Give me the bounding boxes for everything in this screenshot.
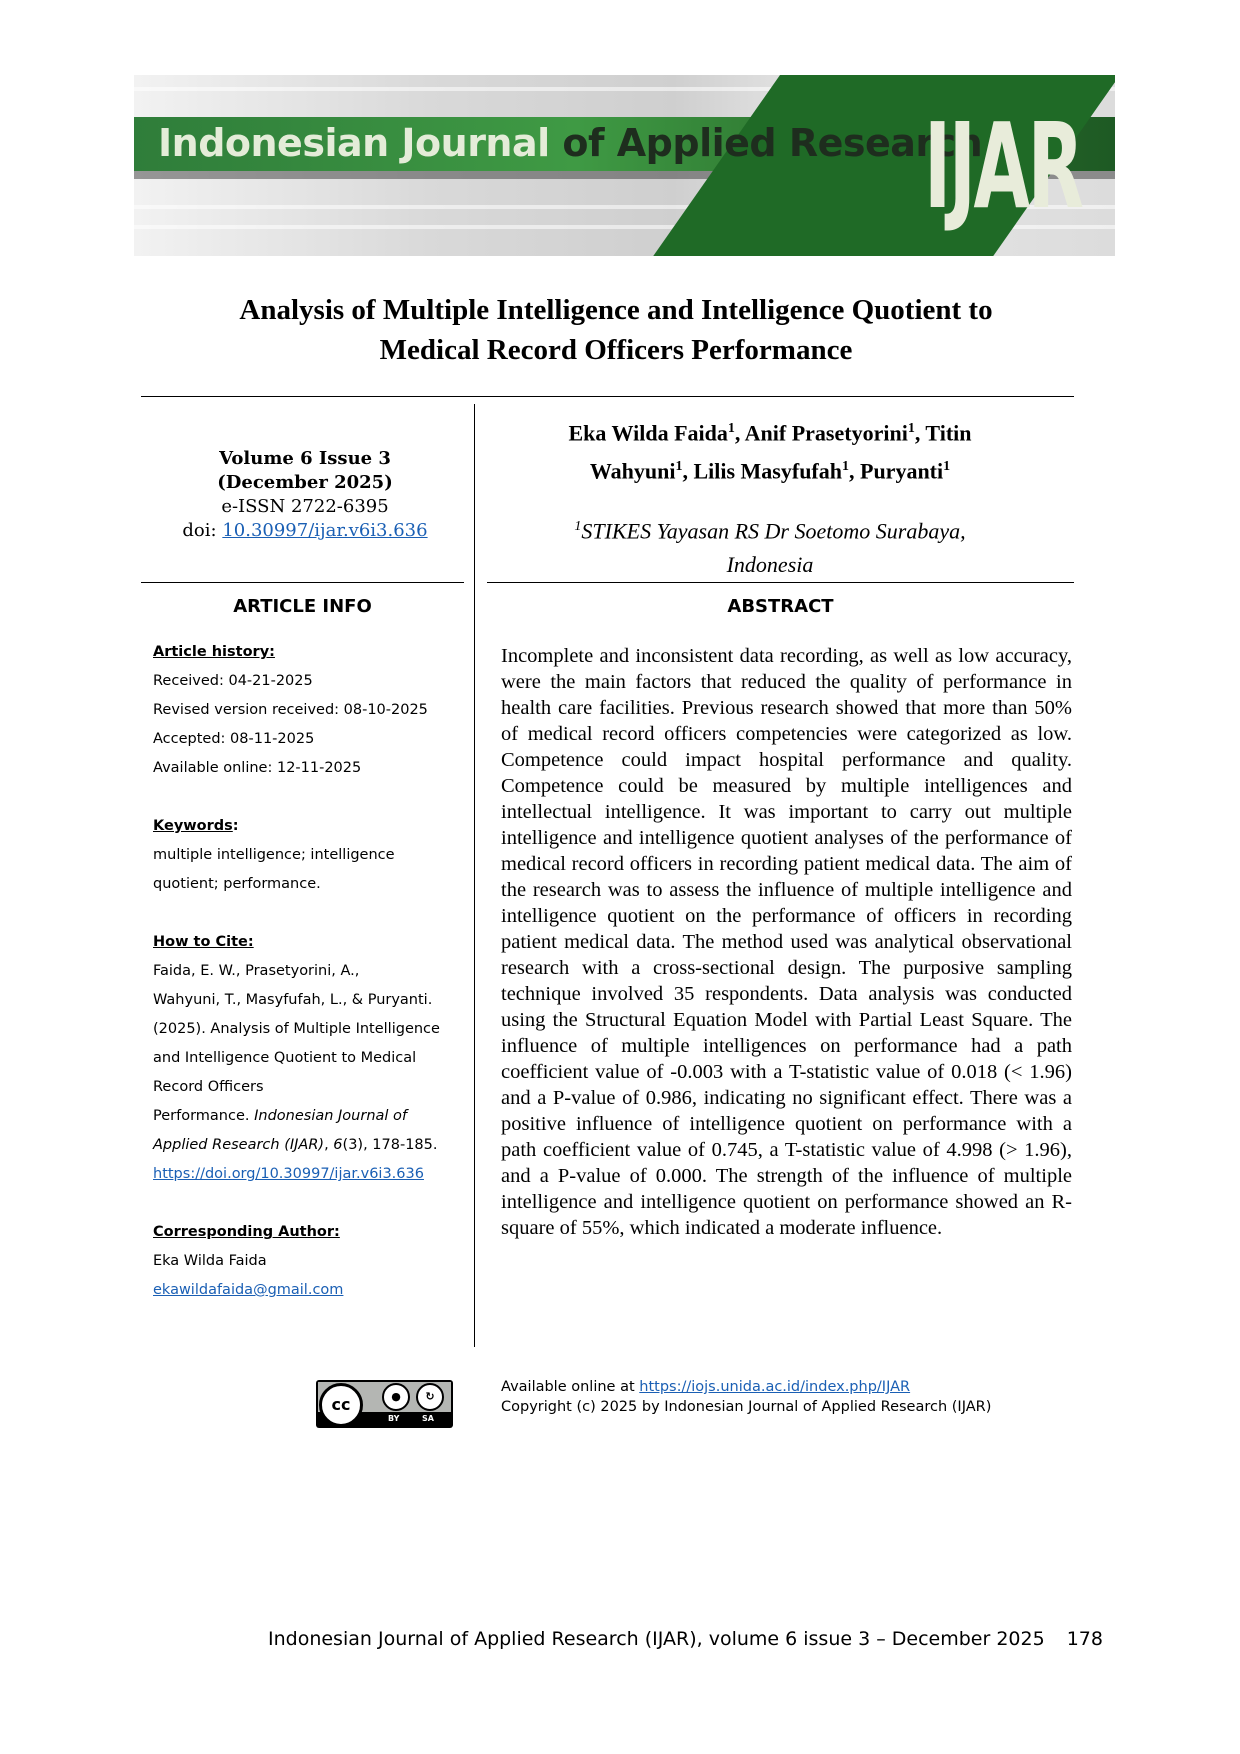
author-name: Puryanti <box>860 458 944 484</box>
revised-date: Revised version received: 08-10-2025 <box>153 702 428 718</box>
copyright-text: Copyright (c) 2025 by Indonesian Journal… <box>501 1399 992 1415</box>
author-sup: 1 <box>842 459 849 475</box>
corresponding-author-label: Corresponding Author: <box>153 1224 340 1240</box>
page-footer: Indonesian Journal of Applied Research (… <box>268 1628 1103 1650</box>
banner-title-part1: Indonesian Journal <box>158 121 550 165</box>
received-date: Received: 04-21-2025 <box>153 673 313 689</box>
author-name: Lilis Masyfufah <box>693 458 842 484</box>
affiliation-line1: STIKES Yayasan RS Dr Soetomo Surabaya, <box>581 518 966 544</box>
corresponding-author-email[interactable]: ekawildafaida@gmail.com <box>153 1282 344 1298</box>
by-label: BY <box>388 1414 400 1423</box>
journal-banner: Indonesian Journal of Applied Research I… <box>134 75 1115 256</box>
title-line2: Medical Record Officers Performance <box>379 334 853 366</box>
journal-url-link[interactable]: https://iojs.unida.ac.id/index.php/IJAR <box>639 1379 911 1395</box>
issue-date: (December 2025) <box>217 472 393 493</box>
author-name: Eka Wilda Faida <box>568 420 728 446</box>
paper-title: Analysis of Multiple Intelligence and In… <box>134 290 1098 370</box>
keywords-label: Keywords <box>153 818 233 834</box>
cc-icon: cc <box>319 1383 363 1427</box>
author-name: Anif Prasetyorini <box>744 420 908 446</box>
title-line1: Analysis of Multiple Intelligence and In… <box>239 294 993 326</box>
column-divider <box>474 404 475 1347</box>
keywords-label-line: Keywords: <box>153 818 239 834</box>
banner-title-part2: of Applied Research <box>562 121 983 165</box>
right-section-divider <box>487 582 1074 583</box>
doi-label: doi: <box>182 520 217 541</box>
author-sup: 1 <box>675 459 683 475</box>
author-name: Wahyuni <box>589 458 676 484</box>
citation-line: and Intelligence Quotient to Medical <box>153 1050 417 1066</box>
author-list: Eka Wilda Faida1, Anif Prasetyorini1, Ti… <box>490 412 1050 489</box>
cite-label: How to Cite: <box>153 934 254 950</box>
online-date: Available online: 12-11-2025 <box>153 760 362 776</box>
share-alike-icon: ↻ <box>416 1383 444 1411</box>
doi-line: doi: 10.30997/ijar.v6i3.636 <box>140 519 470 543</box>
accepted-date: Accepted: 08-11-2025 <box>153 731 315 747</box>
citation-line: Record Officers <box>153 1079 264 1095</box>
article-info: Article history: Received: 04-21-2025 Re… <box>153 638 463 1305</box>
attribution-icon: ● <box>382 1383 410 1411</box>
page-number: 178 <box>1066 1628 1103 1650</box>
top-divider <box>141 396 1074 397</box>
citation-doi-link[interactable]: https://doi.org/10.30997/ijar.v6i3.636 <box>153 1166 424 1182</box>
history-label: Article history: <box>153 644 275 660</box>
citation-line: (2025). Analysis of Multiple Intelligenc… <box>153 1021 440 1037</box>
citation-line: Applied Research (IJAR), 6(3), 178-185. <box>153 1137 438 1153</box>
corresponding-author-name: Eka Wilda Faida <box>153 1253 267 1269</box>
ijar-logo: IJAR <box>924 97 1084 235</box>
citation-line: Performance. Indonesian Journal of <box>153 1108 408 1124</box>
article-info-heading: ARTICLE INFO <box>233 596 372 617</box>
affiliation-sup: 1 <box>574 519 582 534</box>
abstract-text: Incomplete and inconsistent data recordi… <box>501 645 1072 1239</box>
issue-meta: Volume 6 Issue 3 (December 2025) e-ISSN … <box>140 447 470 543</box>
sa-label: SA <box>422 1414 434 1423</box>
citation-line: Faida, E. W., Prasetyorini, A., <box>153 963 360 979</box>
author-sup: 1 <box>727 421 735 436</box>
keywords: multiple intelligence; intelligence <box>153 847 395 863</box>
doi-link[interactable]: 10.30997/ijar.v6i3.636 <box>222 520 428 541</box>
author-sup: 1 <box>907 421 915 436</box>
availability-note: Available online at https://iojs.unida.a… <box>501 1379 992 1415</box>
author-sup: 1 <box>943 459 951 475</box>
abstract-heading: ABSTRACT <box>727 596 834 617</box>
authors-line2: Wahyuni1, Lilis Masyfufah1, Puryanti1 <box>589 458 951 484</box>
banner-title: Indonesian Journal of Applied Research <box>158 121 983 165</box>
cc-license-badge[interactable]: cc ● ↻ BY SA <box>316 1380 453 1428</box>
eissn: e-ISSN 2722-6395 <box>221 496 389 517</box>
keywords: quotient; performance. <box>153 876 321 892</box>
footer-text: Indonesian Journal of Applied Research (… <box>268 1628 1045 1650</box>
affiliation: 1STIKES Yayasan RS Dr Soetomo Surabaya, … <box>490 510 1050 582</box>
citation-line: Wahyuni, T., Masyfufah, L., & Puryanti. <box>153 992 433 1008</box>
authors-line1: Eka Wilda Faida1, Anif Prasetyorini1, Ti… <box>568 420 972 446</box>
affiliation-line2: Indonesia <box>726 552 814 578</box>
volume: Volume 6 Issue 3 <box>219 448 391 469</box>
left-section-divider <box>141 582 464 583</box>
